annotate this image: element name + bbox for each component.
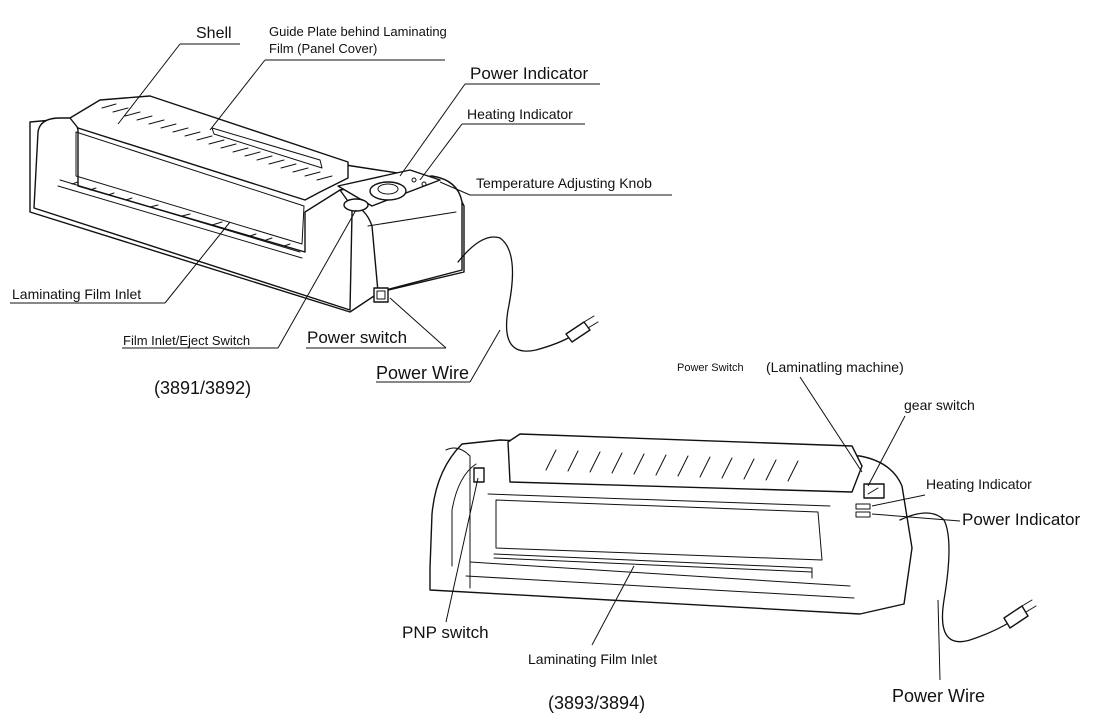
lower-model-number: (3893/3894) [548,693,646,713]
guide-plate-label-line2: Film (Panel Cover) [269,41,378,56]
guide-plate-label-line1: Guide Plate behind Laminating [269,24,447,39]
upper-heating-indicator-label: Heating Indicator [467,106,573,122]
upper-laminator-drawing [29,95,599,352]
upper-power-indicator-label: Power Indicator [470,64,589,83]
lower-power-indicator-label: Power Indicator [962,510,1081,529]
lower-power-wire-label: Power Wire [892,686,986,706]
upper-power-wire-label: Power Wire [376,363,470,383]
upper-model-number: (3891/3892) [154,378,252,398]
upper-film-inlet-label: Laminating Film Inlet [12,286,142,302]
inlet-eject-switch-label: Film Inlet/Eject Switch [123,333,251,348]
temperature-knob-label: Temperature Adjusting Knob [476,175,652,191]
lower-power-switch-label: Power Switch [677,362,744,374]
shell-label: Shell [196,25,232,42]
upper-leader-lines [10,43,672,383]
machine-note-label: (Laminatling machine) [766,359,904,375]
gear-switch-label: gear switch [904,397,975,413]
pnp-switch-label: PNP switch [402,623,489,642]
upper-power-switch-label: Power switch [307,328,408,347]
lower-laminator-drawing [429,433,1037,643]
lower-film-inlet-label: Laminating Film Inlet [528,651,658,667]
lower-leader-lines [445,376,961,681]
lower-heating-indicator-label: Heating Indicator [926,476,1032,492]
